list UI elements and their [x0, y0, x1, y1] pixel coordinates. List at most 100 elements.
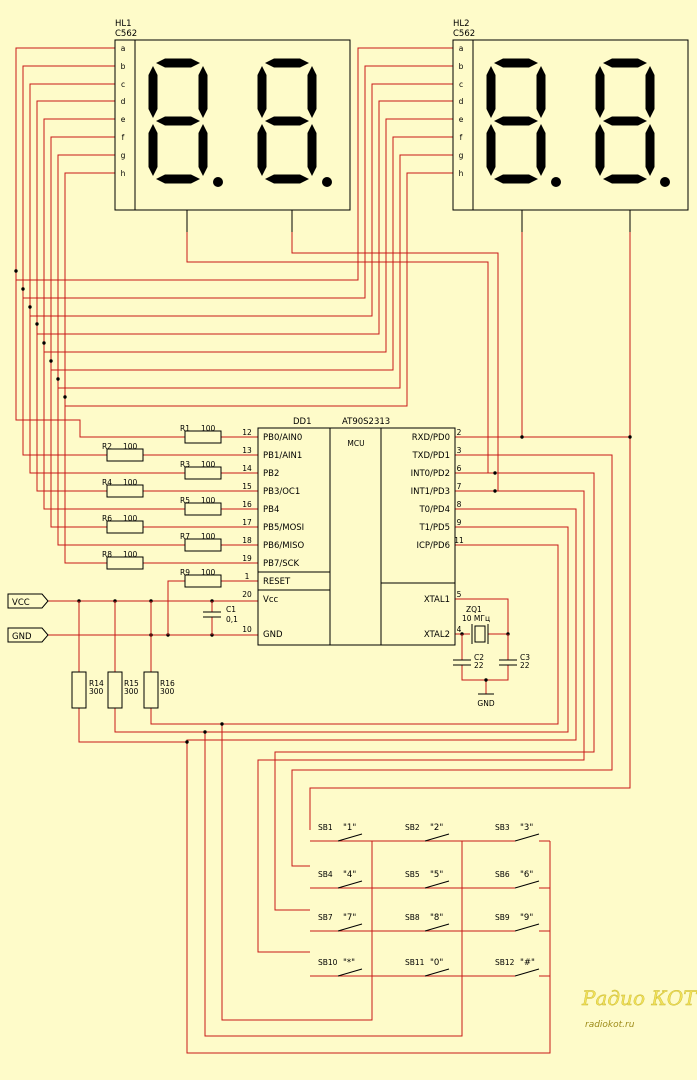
key-label: "7": [343, 913, 356, 923]
key-label: "0": [430, 958, 443, 968]
resistor-value: 100: [201, 496, 216, 505]
junction-dot: [63, 395, 67, 399]
r15-ref: R15: [124, 679, 139, 688]
c3-ref: C3: [520, 653, 530, 662]
key-label: "8": [430, 913, 443, 923]
key-ref: SB7: [318, 913, 333, 922]
display-segment: [603, 58, 647, 68]
key-contact: [514, 833, 540, 842]
display-pin-label: d: [121, 97, 126, 106]
gnd-port: [7, 627, 49, 643]
cap-ground: [461, 665, 509, 681]
display-pin-label: f: [122, 133, 125, 142]
series-resistor: [184, 502, 222, 516]
key-contact: [337, 968, 363, 977]
key-contact: [337, 880, 363, 889]
display-decimal-point: [551, 177, 561, 187]
display-pin-label: h: [121, 169, 126, 178]
mcu-pin-number: 9: [457, 518, 462, 527]
display-segment: [595, 66, 605, 118]
resistor-ref: R5: [180, 496, 190, 505]
key-ref: SB8: [405, 913, 420, 922]
hl1-segment-wire: [64, 172, 115, 397]
resistor-ref: R7: [180, 532, 190, 541]
display-segment: [257, 124, 267, 176]
mcu-pin-number: 18: [242, 536, 252, 545]
mcu-pin-name: Vcc: [263, 595, 278, 605]
hl2-segment-wire: [65, 172, 453, 407]
r16-value: 300: [160, 687, 175, 696]
resistor-value: 100: [201, 460, 216, 469]
mcu-pin-name: PB0/AIN0: [263, 433, 302, 443]
display-segment: [307, 124, 317, 176]
resistor-ref: R9: [180, 568, 190, 577]
mcu-pin-number: 17: [242, 518, 252, 527]
display-segment: [645, 66, 655, 118]
display-segment: [536, 124, 546, 176]
resistor-ref: R3: [180, 460, 190, 469]
mcu-pin-name: ICP/PD6: [416, 541, 450, 551]
mcu-pin-name: TXD/PD1: [411, 451, 450, 461]
key-contact: [424, 833, 450, 842]
key-contact: [337, 833, 363, 842]
xtal1-route: [455, 598, 509, 634]
series-resistor: [184, 574, 222, 588]
resistor-ref: R4: [102, 478, 112, 487]
mcu-pin-number: 4: [457, 625, 462, 634]
display-decimal-point: [660, 177, 670, 187]
crystal-body: [474, 625, 486, 643]
resistor-ref: R2: [102, 442, 112, 451]
components: [7, 39, 689, 977]
display-segment: [156, 174, 200, 184]
mcu-pin-name: GND: [263, 630, 283, 640]
display-pin-label: a: [459, 44, 464, 53]
pd0-route: [309, 436, 631, 830]
display-ref: HL2: [453, 19, 470, 29]
pullup-resistor: [107, 671, 123, 709]
display-pin-label: g: [121, 151, 126, 160]
key-ref: SB12: [495, 958, 515, 967]
display-ref: HL1: [115, 19, 132, 29]
junction-dot: [185, 740, 189, 744]
pullup-resistor: [143, 671, 159, 709]
display-segment: [156, 58, 200, 68]
key-ref: SB5: [405, 870, 420, 879]
key-label: "2": [430, 823, 443, 833]
display-segment: [265, 174, 309, 184]
reset-route: [167, 580, 185, 635]
display-segment: [494, 116, 538, 126]
mcu-ref: DD1: [293, 417, 312, 427]
c1-value: 0,1: [226, 615, 238, 624]
mcu-pin-number: 7: [457, 482, 462, 491]
hl1-segment-wire: [43, 118, 115, 343]
hl2-segment-wire: [30, 83, 453, 317]
key-contact: [514, 880, 540, 889]
r14-ref: R14: [89, 679, 104, 688]
mcu-pin-name: T1/PD5: [418, 523, 450, 533]
r14-value: 300: [89, 687, 104, 696]
series-resistor: [184, 466, 222, 480]
display-segment: [148, 124, 158, 176]
mcu-pin-name: INT0/PD2: [411, 469, 450, 479]
display-body: [114, 39, 351, 211]
mcu-pin-number: 14: [242, 464, 252, 473]
pd3-route: [257, 490, 585, 953]
junction-dot: [520, 435, 524, 439]
resistor-value: 100: [123, 550, 138, 559]
watermark-url: radiokot.ru: [585, 1020, 635, 1030]
display-segment: [603, 174, 647, 184]
resistor-value: 100: [123, 514, 138, 523]
display-pin-label: e: [459, 115, 464, 124]
mcu-pin-name: T0/PD4: [418, 505, 450, 515]
c2-value: 22: [474, 661, 484, 670]
display-segment: [536, 66, 546, 118]
mcu-pin-name: PB4: [263, 505, 279, 515]
display-segment: [494, 58, 538, 68]
display-segment: [198, 124, 208, 176]
mcu-pin-number: 6: [457, 464, 462, 473]
mcu-pin-name: PB1/AIN1: [263, 451, 302, 461]
mcu-pin-name: INT1/PD3: [411, 487, 450, 497]
mcu-pin-number: 15: [242, 482, 252, 491]
